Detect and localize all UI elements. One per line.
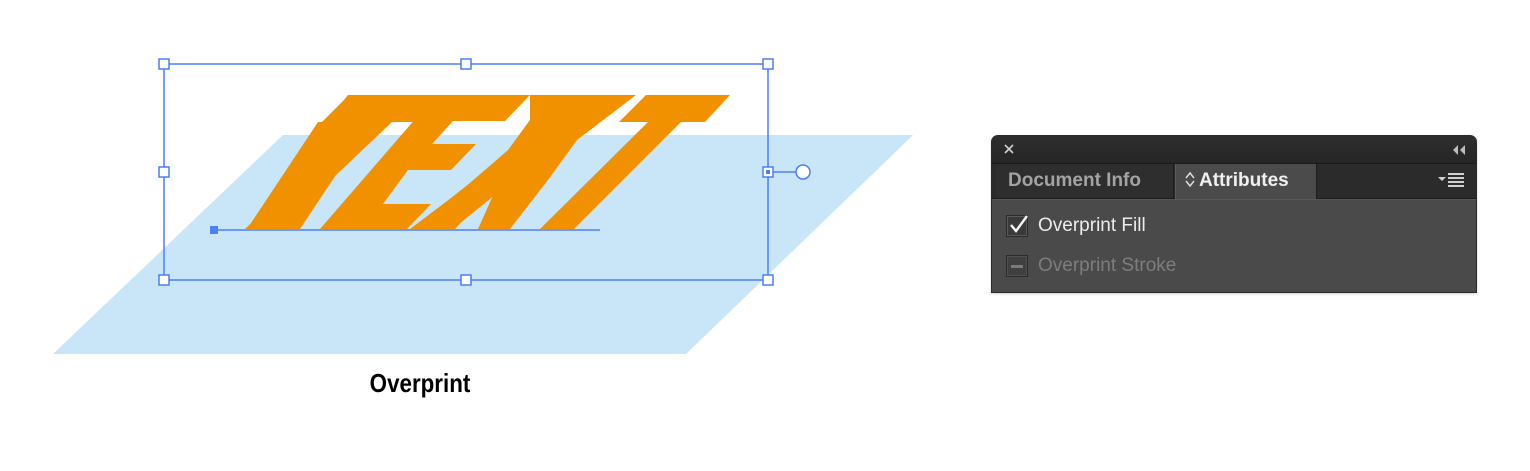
text-art-TEXT[interactable] <box>245 95 730 229</box>
handle-bottom-left[interactable] <box>158 274 170 286</box>
baseline-start-handle[interactable] <box>210 226 218 234</box>
letter-T-1-bar <box>322 95 441 122</box>
tab-document-info[interactable]: Document Info <box>996 164 1174 198</box>
overprint-fill-label: Overprint Fill <box>1038 215 1146 236</box>
handle-bottom-right[interactable] <box>762 274 774 286</box>
background-parallelogram <box>53 135 913 354</box>
panel-tabstrip: Document Info Attributes <box>992 164 1476 199</box>
up-down-arrows-icon <box>1185 171 1195 188</box>
attributes-panel: Document Info Attributes Overprint Fill <box>992 136 1476 292</box>
panel-titlebar[interactable] <box>992 136 1476 164</box>
tab-attributes[interactable]: Attributes <box>1175 164 1317 199</box>
letter-E <box>320 95 530 229</box>
tab-document-info-label: Document Info <box>1008 170 1141 191</box>
close-icon[interactable] <box>1002 142 1016 156</box>
overprint-stroke-label: Overprint Stroke <box>1038 255 1177 276</box>
panel-body: Overprint Fill Overprint Stroke <box>992 199 1476 292</box>
overprint-fill-checkbox[interactable] <box>1006 215 1028 237</box>
in-port-marker <box>766 170 770 174</box>
overprint-stroke-checkbox[interactable] <box>1006 255 1028 277</box>
handle-middle-left[interactable] <box>158 166 170 178</box>
handle-bottom-center[interactable] <box>460 274 472 286</box>
illustration-caption: Overprint <box>369 368 471 398</box>
letter-T-1-stem <box>245 122 392 229</box>
letter-X-fill <box>412 95 630 229</box>
handle-top-center[interactable] <box>460 58 472 70</box>
handle-top-left[interactable] <box>158 58 170 70</box>
tab-attributes-label: Attributes <box>1199 170 1289 191</box>
artboard-canvas <box>53 58 913 354</box>
mixed-state-dash-icon <box>1011 265 1023 268</box>
double-chevron-left-icon[interactable] <box>1452 144 1466 156</box>
out-port-handle[interactable] <box>795 164 811 180</box>
panel-menu-icon[interactable] <box>1438 172 1466 190</box>
option-overprint-stroke[interactable]: Overprint Stroke <box>1006 252 1176 280</box>
overprint-illustration: Overprint <box>53 58 913 398</box>
handle-top-right[interactable] <box>762 58 774 70</box>
letter-T-2-stem <box>540 122 681 229</box>
checkmark-icon <box>1010 215 1028 233</box>
letter-T-2-bar <box>619 95 730 122</box>
option-overprint-fill[interactable]: Overprint Fill <box>1006 212 1146 240</box>
